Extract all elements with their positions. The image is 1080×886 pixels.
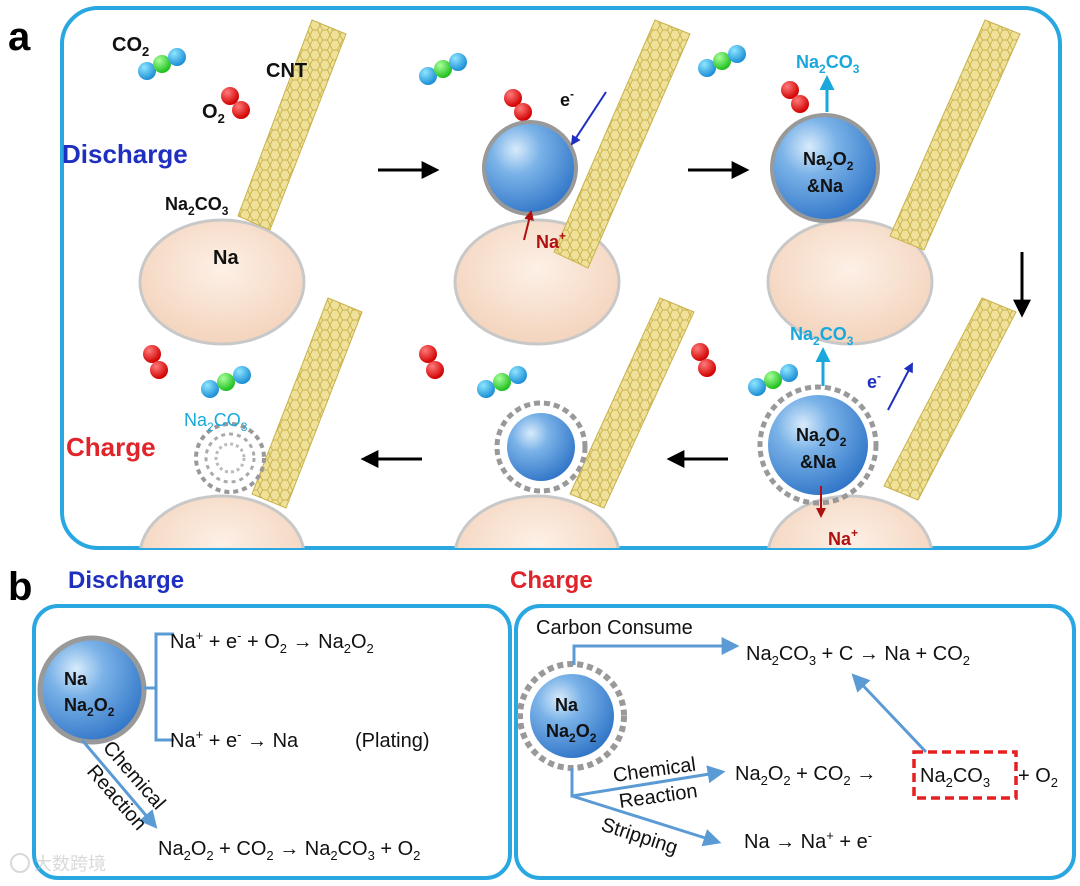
- particle-na2o2-label: Na2O2: [546, 721, 597, 745]
- co2-molecule: [138, 48, 186, 80]
- o2-product: + O2: [1018, 765, 1058, 790]
- cnt-tube-5: [569, 297, 695, 509]
- charge-reaction-3: Na → Na+ + e-: [744, 828, 872, 853]
- charge-box: [514, 604, 1076, 880]
- na-na2o2-particle: [530, 674, 614, 758]
- particle-label-line2: &Na: [807, 176, 844, 196]
- discharge-reaction-1: Na+ + e- + O2 → Na2O2: [170, 628, 374, 656]
- decomposing-particle-large: [757, 384, 879, 506]
- discharge-title: Discharge: [68, 567, 184, 594]
- o2-molecule: [781, 81, 809, 113]
- electron-arrow-in: [570, 91, 607, 146]
- reaction-bracket: [144, 632, 174, 742]
- na2co3-residue-label: Na2CO3: [184, 410, 248, 434]
- recycle-arrow: [851, 673, 928, 754]
- cnt-tube-6: [883, 297, 1017, 501]
- watermark: 大数跨境: [10, 853, 106, 874]
- electron-label: e-: [867, 369, 881, 392]
- cnt-tube-3: [889, 19, 1021, 251]
- na2co3-product-label: Na2CO3: [796, 52, 860, 76]
- na-electrode-3: [766, 218, 934, 346]
- na-ion-label: Na+: [828, 526, 858, 549]
- panel-a-label: a: [8, 15, 31, 59]
- panel-b-label: b: [8, 565, 32, 609]
- co2-molecule: [477, 366, 527, 398]
- cnt-tube-1: [237, 19, 347, 231]
- particle-label-line2: &Na: [800, 452, 837, 472]
- o2-molecule: [221, 87, 250, 119]
- na-electrode-4: [138, 494, 306, 548]
- cnt-tube-4: [251, 297, 363, 509]
- o2-molecule: [691, 343, 716, 377]
- charge-label: Charge: [66, 432, 156, 462]
- na-anode-label: Na: [213, 247, 239, 269]
- discharge-label: Discharge: [62, 139, 188, 169]
- chemical-reaction-arrow: [80, 739, 158, 829]
- carbon-consume-arrow: [572, 637, 740, 665]
- na-ion-arrow-in: [523, 210, 534, 241]
- na-na2o2-particle: [37, 635, 147, 745]
- na2co3-residue-shell: [194, 422, 266, 494]
- co2-label: CO2: [112, 34, 149, 59]
- carbon-consume-label: Carbon Consume: [536, 617, 693, 639]
- electron-arrow-out: [887, 362, 913, 411]
- charge-reaction-1: Na2CO3 + C → Na + CO2: [746, 643, 970, 668]
- na-electrode-5: [453, 494, 621, 548]
- na2co3-highlight-box: [912, 750, 1018, 800]
- na2co3-highlighted: Na2CO3: [920, 765, 990, 790]
- na2o2-na-particle: [770, 113, 880, 223]
- stripping-arrow: [571, 794, 722, 847]
- watermark-text: 大数跨境: [34, 854, 106, 874]
- particle-na2o2-label: Na2O2: [64, 695, 115, 719]
- na-ion-label: Na+: [536, 229, 566, 252]
- o2-label: O2: [202, 101, 225, 126]
- co2-molecule: [698, 45, 746, 77]
- na-electrode-1: [138, 218, 306, 346]
- o2-molecule: [504, 89, 532, 121]
- co2-molecule: [419, 53, 467, 85]
- na-electrode-6: [766, 494, 934, 548]
- plating-note: (Plating): [355, 730, 429, 752]
- particle-label-line1: Na2O2: [796, 425, 847, 449]
- particle-label-line1: Na2O2: [803, 149, 854, 173]
- co2-molecule: [748, 364, 798, 396]
- na2o2-particle-small: [482, 120, 578, 216]
- co2-molecule: [201, 366, 251, 398]
- particle-na-label: Na: [64, 669, 88, 689]
- electron-label: e-: [560, 87, 574, 110]
- cnt-tube-2: [553, 19, 691, 269]
- particle-na-label: Na: [555, 695, 579, 715]
- o2-molecule: [419, 345, 444, 379]
- discharge-reaction-3: Na2O2 + CO2 → Na2CO3 + O2: [158, 838, 420, 863]
- charge-title: Charge: [510, 567, 593, 594]
- na2co3-product-label: Na2CO3: [790, 324, 854, 348]
- watermark-logo-icon: [10, 853, 30, 873]
- charge-reaction-2: Na2O2 + CO2 →: [735, 763, 876, 788]
- o2-molecule: [143, 345, 168, 379]
- cnt-label: CNT: [266, 60, 307, 82]
- decomposing-particle-small: [494, 400, 588, 494]
- na2co3-layer-label: Na2CO3: [165, 194, 229, 218]
- discharge-reaction-2: Na+ + e- → Na: [170, 727, 299, 752]
